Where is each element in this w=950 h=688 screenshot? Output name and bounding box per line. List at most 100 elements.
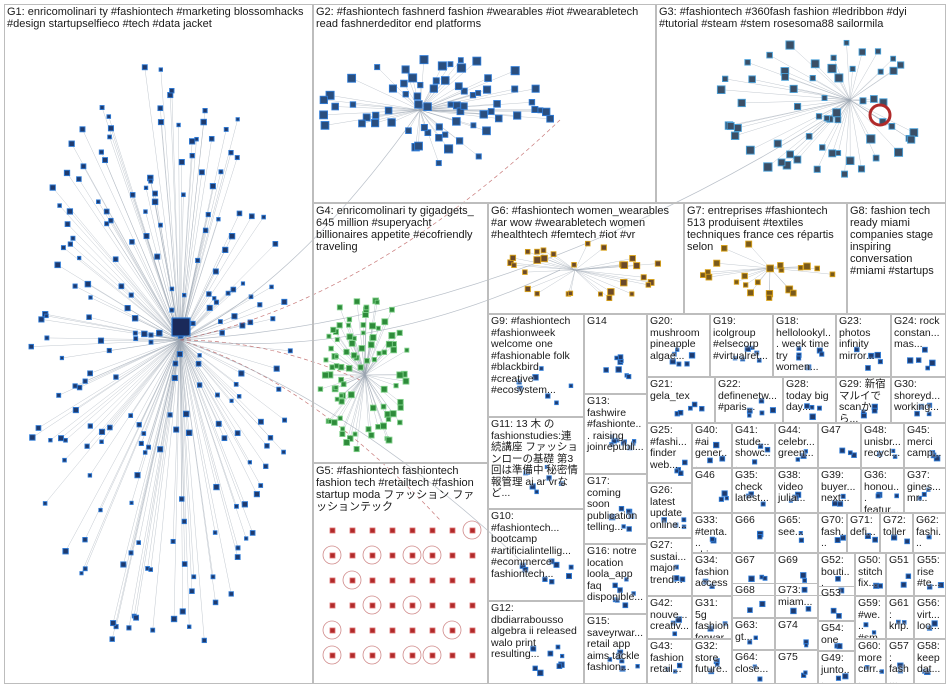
vertex-node <box>49 184 56 191</box>
group-panel-g24: G24: rock constan... mas... <box>891 314 946 377</box>
group-panel-g23: G23: photos infinity mirror... <box>836 314 891 377</box>
vertex-node <box>230 286 237 293</box>
vertex-node <box>429 602 436 609</box>
group-label-g42: G42: nouve... creativ... <box>650 597 691 632</box>
vertex-node <box>96 199 101 205</box>
self-loop <box>342 570 362 590</box>
vertex-node <box>609 442 614 447</box>
vertex-node <box>681 517 687 523</box>
group-label-g67: G67 <box>735 554 755 566</box>
vertex-node <box>97 337 105 344</box>
group-panel-g61: G61: krip... vir... <box>886 596 914 639</box>
vertex-node <box>107 424 113 431</box>
vertex-node <box>234 554 241 560</box>
vertex-node <box>225 290 231 296</box>
vertex-node <box>798 530 803 536</box>
vertex-node <box>79 126 86 133</box>
vertex-node <box>699 406 705 412</box>
vertex-node <box>77 255 82 261</box>
vertex-node <box>62 457 67 463</box>
vertex-node <box>429 652 436 659</box>
vertex-node <box>129 500 134 505</box>
group-label-g27: G27: sustai... major trend... <box>650 539 690 586</box>
group-panel-g47: G47 <box>818 423 861 468</box>
vertex-node <box>568 383 574 389</box>
group-panel-g26: G26: latest update online... <box>647 483 692 538</box>
vertex-node <box>384 106 393 115</box>
group-label-g6: G6: #fashiontech women_wearables #ar wow… <box>491 205 673 241</box>
vertex-node <box>673 575 680 582</box>
vertex-node <box>369 334 377 341</box>
vertex-node <box>87 370 93 377</box>
group-panel-g65: G65: see... <box>775 513 818 553</box>
vertex-node <box>133 336 139 342</box>
vertex-node <box>460 87 468 95</box>
vertex-node <box>346 322 351 328</box>
vertex-node <box>901 620 907 625</box>
vertex-node <box>222 246 229 253</box>
vertex-node <box>744 345 751 352</box>
vertex-node <box>346 333 354 341</box>
vertex-node <box>349 627 356 634</box>
vertex-node <box>834 537 841 544</box>
vertex-node <box>793 102 802 111</box>
vertex-node <box>353 298 361 305</box>
vertex-node <box>181 518 187 525</box>
vertex-node <box>449 577 456 584</box>
vertex-node <box>454 82 463 91</box>
vertex-node <box>319 95 328 105</box>
vertex-node <box>530 645 537 652</box>
vertex-node <box>534 248 540 255</box>
vertex-node <box>417 81 424 89</box>
vertex-node <box>851 452 857 458</box>
vertex-node <box>369 652 376 659</box>
vertex-node <box>369 404 377 412</box>
vertex-node <box>84 443 90 449</box>
vertex-node <box>129 192 136 198</box>
group-label-g4: G4: enricomolinari ty gigadgets_ 645 mil… <box>316 205 477 253</box>
group-panel-g31: G31: 5g fashion forwar... <box>692 596 732 639</box>
vertex-node <box>157 105 164 112</box>
vertex-node <box>688 352 696 359</box>
vertex-node <box>98 507 103 513</box>
group-label-g57: G57: fash... <box>889 640 909 684</box>
vertex-node <box>409 577 416 584</box>
group-label-g23: G23: photos infinity mirror... <box>839 315 875 362</box>
vertex-node <box>533 256 542 264</box>
group-panel-g69: G69 <box>775 553 818 596</box>
vertex-node <box>143 185 149 190</box>
vertex-node <box>429 527 436 534</box>
vertex-node <box>154 253 161 260</box>
group-panel-g2: G2: #fashiontech fashnerd fashion #weara… <box>313 4 656 203</box>
vertex-node <box>128 413 134 418</box>
vertex-node <box>888 122 896 130</box>
vertex-node <box>189 138 196 145</box>
vertex-node <box>684 361 690 367</box>
vertex-node <box>673 522 679 528</box>
vertex-node <box>249 530 256 536</box>
vertex-node <box>900 581 907 588</box>
vertex-node <box>744 59 751 66</box>
vertex-node <box>261 214 266 220</box>
vertex-node <box>475 153 482 160</box>
vertex-node <box>925 365 931 371</box>
vertex-node <box>681 524 687 530</box>
vertex-node <box>926 402 933 409</box>
vertex-node <box>98 149 104 155</box>
vertex-node <box>905 573 912 579</box>
vertex-node <box>537 669 544 677</box>
vertex-node <box>57 203 62 208</box>
vertex-node <box>82 378 88 384</box>
group-label-g55: G55: rise #te... <box>917 554 943 589</box>
highlight-node <box>868 103 892 127</box>
vertex-node <box>329 577 336 584</box>
vertex-node <box>484 74 492 82</box>
vertex-node <box>158 222 163 228</box>
group-label-g18: G18: hellolookyl... week time try women.… <box>776 315 833 373</box>
vertex-node <box>921 491 927 497</box>
group-panel-g16: G16: notre location loola_app faq dispon… <box>584 544 647 614</box>
vertex-node <box>889 66 898 75</box>
vertex-node <box>620 261 629 269</box>
vertex-node <box>28 343 34 350</box>
vertex-node <box>733 279 740 285</box>
